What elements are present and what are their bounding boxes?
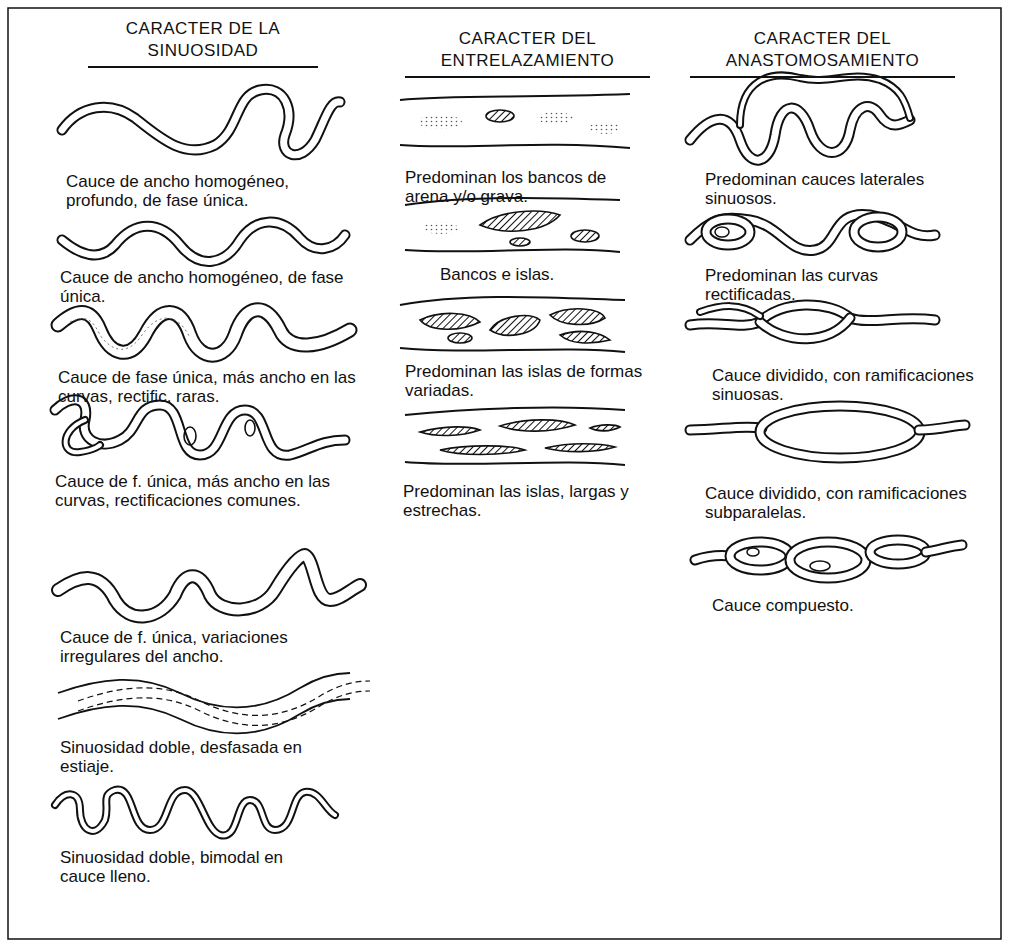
sketch-stroke — [422, 222, 458, 234]
column-heading: CARACTER DEL ANASTOMOSAMIENTO — [690, 28, 955, 78]
sketch-stroke — [78, 681, 370, 715]
sketch-stroke — [810, 561, 830, 571]
sketch-stroke — [500, 420, 575, 431]
sketch-caption: Cauce de f. única, variaciones irregular… — [60, 628, 350, 666]
sketch-stroke — [490, 316, 540, 336]
sketch-stroke — [545, 444, 615, 452]
sketch-stroke — [405, 249, 620, 252]
sketch-caption: Cauce compuesto. — [712, 596, 932, 615]
sketch-stroke — [760, 318, 850, 339]
sketch-caption: Cauce dividido, con ramificaciones sinuo… — [712, 366, 982, 404]
sketch-stroke — [790, 542, 866, 578]
sketch-stroke — [70, 318, 190, 349]
sketch-stroke — [55, 400, 345, 456]
sketch-stroke — [854, 217, 902, 247]
sketch-caption: Predominan las curvas rectificadas. — [705, 266, 965, 304]
sketch-caption: Sinuosidad doble, bimodal en cauce lleno… — [60, 848, 310, 886]
sketch-stroke — [486, 110, 514, 122]
sketch-stroke — [55, 790, 335, 836]
sketch-stroke — [870, 540, 926, 564]
sketch-stroke — [740, 75, 910, 125]
sketch-caption: Cauce de ancho homogéneo, de fase única. — [60, 268, 350, 306]
sketch-caption: Cauce dividido, con ramificaciones subpa… — [705, 484, 980, 522]
sketch-stroke — [448, 333, 472, 343]
sketch-stroke — [58, 310, 350, 355]
sketch-stroke — [245, 420, 255, 436]
sketch-stroke — [560, 331, 610, 343]
sketch-stroke — [870, 540, 926, 564]
sketch-stroke — [420, 427, 480, 436]
sketch-stroke — [420, 313, 480, 329]
sketch-caption: Cauce de ancho homogéneo, profundo, de f… — [66, 172, 356, 210]
sketch-stroke — [62, 222, 345, 261]
sketch-stroke — [55, 400, 345, 456]
sketch-stroke — [78, 691, 370, 725]
sketch-stroke — [690, 107, 910, 161]
sketch-stroke — [550, 309, 605, 325]
sketch-stroke — [58, 310, 350, 355]
sketch-stroke — [58, 555, 360, 616]
sketch-caption: Predominan las islas de formas variadas. — [405, 362, 645, 400]
sketch-stroke — [62, 89, 340, 154]
sketch-stroke — [690, 305, 935, 325]
frame — [8, 8, 1001, 939]
sketch-caption: Predominan los bancos de arena y/o grava… — [405, 168, 645, 206]
sketch-stroke — [690, 427, 762, 430]
sketch-stroke — [854, 217, 902, 247]
sketch-caption: Cauce de fase única, más ancho en las cu… — [58, 368, 388, 406]
sketch-stroke — [62, 222, 345, 261]
sketch-stroke — [730, 542, 790, 570]
sketch-stroke — [715, 227, 729, 237]
sketch-stroke — [58, 673, 350, 707]
sketch-stroke — [690, 427, 762, 430]
sketch-stroke — [690, 305, 935, 325]
sketch-stroke — [400, 297, 625, 305]
sketch-caption: Bancos e islas. — [440, 265, 600, 284]
sketch-stroke — [700, 306, 760, 316]
sketch-stroke — [400, 94, 630, 100]
sketch-stroke — [571, 230, 599, 242]
sketch-stroke — [537, 112, 573, 124]
sketch-stroke — [55, 790, 335, 836]
sketch-stroke — [706, 219, 750, 245]
sketch-stroke — [66, 420, 100, 452]
sketch-stroke — [400, 348, 625, 352]
sketch-stroke — [760, 406, 920, 458]
sketch-stroke — [405, 462, 625, 465]
sketch-stroke — [919, 425, 965, 430]
sketch-stroke — [62, 89, 340, 154]
sketch-stroke — [418, 115, 462, 129]
sketch-stroke — [58, 673, 370, 733]
sketch-stroke — [730, 542, 790, 570]
sketch-stroke — [589, 122, 621, 134]
sketch-stroke — [926, 545, 962, 552]
sketch-caption: Predominan cauces laterales sinuosos. — [705, 170, 965, 208]
sketch-stroke — [760, 406, 920, 458]
sketch-stroke — [706, 219, 750, 245]
sketch-stroke — [747, 548, 759, 556]
sketch-caption: Sinuosidad doble, desfasada en estiaje. — [60, 738, 310, 776]
sketch-stroke — [926, 545, 962, 552]
sketch-caption: Cauce de f. única, más ancho en las curv… — [55, 472, 355, 510]
sketch-stroke — [690, 107, 910, 161]
sketch-stroke — [740, 75, 910, 125]
sketch-stroke — [400, 145, 630, 148]
sketch-stroke — [440, 446, 525, 455]
sketch-stroke — [405, 408, 625, 415]
sketch-stroke — [58, 555, 360, 616]
sketch-stroke — [919, 425, 965, 430]
sketch-stroke — [590, 425, 620, 431]
sketch-caption: Predominan las islas, largas y estrechas… — [403, 482, 643, 520]
sketch-stroke — [760, 318, 850, 339]
sketch-stroke — [184, 427, 196, 445]
column-heading: CARACTER DE LA SINUOSIDAD — [88, 18, 318, 68]
sketch-stroke — [66, 420, 100, 452]
column-heading: CARACTER DEL ENTRELAZAMIENTO — [405, 28, 650, 78]
sketch-stroke — [790, 542, 866, 578]
sketch-stroke — [480, 211, 560, 231]
sketch-stroke — [510, 238, 530, 246]
sketch-stroke — [690, 215, 935, 251]
sketch-stroke — [700, 306, 760, 316]
sketch-stroke — [690, 215, 935, 251]
